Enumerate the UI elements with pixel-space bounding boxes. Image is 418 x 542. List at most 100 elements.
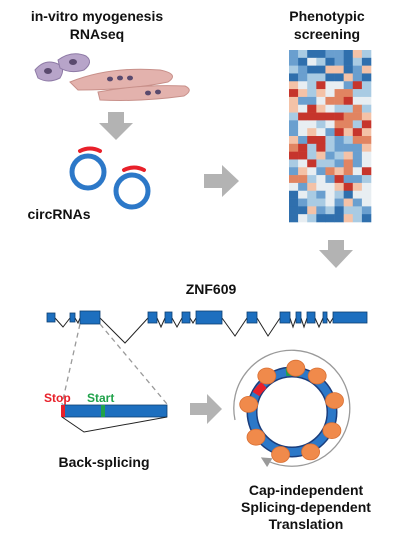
- heatmap-cell: [289, 96, 299, 106]
- heatmap-cell: [298, 104, 308, 113]
- exon: [295, 311, 302, 324]
- heatmap-cell: [343, 120, 354, 129]
- heatmap-cell: [307, 50, 317, 59]
- heatmap-cell: [361, 89, 372, 98]
- gene-structure: [46, 310, 368, 344]
- heatmap-cell: [325, 104, 335, 113]
- heatmap-cell: [361, 73, 372, 82]
- heatmap-cell: [361, 167, 372, 176]
- heatmap-cell: [316, 57, 326, 66]
- heatmap-cell: [352, 214, 363, 223]
- heatmap-cell: [316, 214, 326, 223]
- heatmap-cell: [307, 57, 317, 66]
- heatmap-cell: [343, 73, 354, 82]
- heatmap-cell: [343, 50, 354, 59]
- heatmap-cell: [289, 136, 299, 145]
- heatmap-cell: [316, 175, 326, 184]
- heatmap-cell: [343, 96, 354, 106]
- heatmap-cell: [316, 65, 326, 74]
- heatmap-cell: [298, 89, 308, 98]
- heatmap-cell: [352, 175, 363, 184]
- heatmap-cell: [307, 104, 317, 113]
- ribosome: [271, 446, 291, 463]
- heatmap-cell: [307, 190, 317, 199]
- ribosome: [257, 367, 277, 385]
- heatmap-cell: [352, 57, 363, 66]
- heatmap-cell: [361, 104, 372, 113]
- heatmap-cell: [334, 96, 344, 106]
- heatmap-cell: [298, 143, 308, 152]
- heatmap-cell: [361, 190, 372, 199]
- heatmap-cell: [298, 190, 308, 199]
- linear-exon-diagram: [61, 404, 168, 433]
- heatmap-cell: [334, 182, 344, 192]
- circrna-illustration: [69, 146, 151, 210]
- heatmap-cell: [289, 50, 299, 59]
- ribosomes: [239, 359, 344, 463]
- heatmap-cell: [307, 136, 317, 145]
- heatmap-cell: [334, 50, 344, 59]
- heatmap-cell: [361, 151, 372, 160]
- heatmap-cell: [298, 175, 308, 184]
- heatmap-cell: [343, 182, 354, 192]
- heatmap-cell: [343, 206, 354, 215]
- heatmap-cell: [352, 190, 363, 199]
- heatmap-cell: [361, 65, 372, 74]
- heatmap-cell: [307, 182, 317, 192]
- heatmap-cell: [289, 65, 299, 74]
- exon: [332, 311, 368, 324]
- heatmap-cell: [298, 65, 308, 74]
- heatmap-cell: [343, 175, 354, 184]
- heatmap-cell: [361, 96, 372, 106]
- heatmap-cell: [343, 159, 354, 168]
- heatmap-cell: [352, 81, 363, 90]
- heatmap-cell: [325, 128, 335, 137]
- heatmap-cell: [307, 151, 317, 160]
- heatmap-cell: [307, 120, 317, 129]
- heatmap-cell: [334, 65, 344, 74]
- heatmap-cell: [289, 159, 299, 168]
- exon-circularized: [79, 310, 101, 325]
- heatmap-cell: [334, 73, 344, 82]
- heatmap-cell: [361, 143, 372, 152]
- heatmap-cell: [307, 143, 317, 152]
- heatmap-cell: [352, 151, 363, 160]
- heatmap-cell: [325, 81, 335, 90]
- heatmap-cell: [334, 190, 344, 199]
- exon: [279, 311, 291, 324]
- heatmap-cell: [343, 136, 354, 145]
- heatmap-cell: [334, 81, 344, 90]
- heatmap-cell: [325, 182, 335, 192]
- ribosome: [301, 443, 321, 461]
- heatmap-cell: [289, 214, 299, 223]
- exon: [306, 311, 316, 324]
- heatmap-cell: [307, 96, 317, 106]
- heatmap-cell: [352, 198, 363, 207]
- heatmap-cell: [325, 167, 335, 176]
- heatmap-cell: [325, 206, 335, 215]
- heatmap-cell: [307, 159, 317, 168]
- heatmap-cell: [361, 206, 372, 215]
- heatmap-cell: [325, 214, 335, 223]
- heatmap-cell: [361, 128, 372, 137]
- heatmap-cell: [289, 190, 299, 199]
- heatmap-cell: [316, 206, 326, 215]
- heatmap-cell: [352, 65, 363, 74]
- heatmap-cell: [316, 167, 326, 176]
- heatmap-cell: [316, 159, 326, 168]
- ribosome: [322, 422, 342, 440]
- heatmap-cell: [352, 120, 363, 129]
- heatmap-cell: [334, 112, 344, 121]
- heatmap-cell: [343, 112, 354, 121]
- heatmap-cell: [325, 50, 335, 59]
- heatmap-cell: [298, 206, 308, 215]
- heatmap-cell: [325, 198, 335, 207]
- heatmap-cell: [325, 159, 335, 168]
- heatmap-cell: [298, 96, 308, 106]
- heatmap-cell: [316, 73, 326, 82]
- heatmap-cell: [298, 151, 308, 160]
- heatmap-cell: [298, 167, 308, 176]
- heatmap-cell: [289, 206, 299, 215]
- heatmap-cell: [334, 120, 344, 129]
- heatmap-cell: [325, 190, 335, 199]
